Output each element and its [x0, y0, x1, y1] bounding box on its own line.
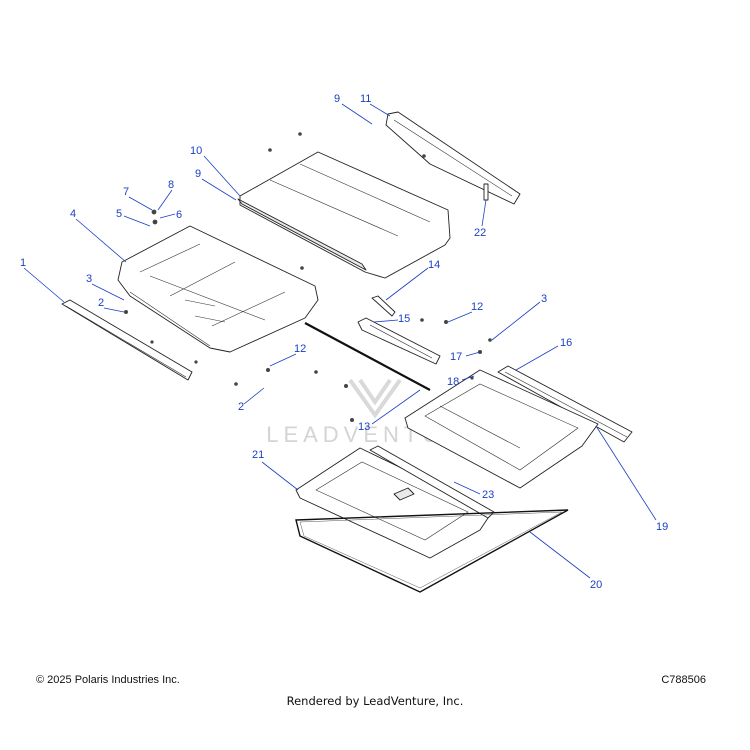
svg-text:13: 13 [358, 421, 370, 433]
copyright-text: © 2025 Polaris Industries Inc. [36, 674, 180, 686]
callout-9-top: 9 [334, 93, 373, 125]
svg-text:12: 12 [471, 301, 483, 313]
callout-2-upper: 2 [98, 297, 125, 313]
callout-6: 6 [159, 209, 182, 221]
part-13-seal-strip [304, 322, 431, 391]
callout-21: 21 [252, 449, 299, 491]
svg-text:7: 7 [123, 186, 129, 198]
part-10-main-roof [237, 151, 451, 279]
svg-text:9: 9 [334, 93, 340, 105]
callout-18: 18 [447, 375, 475, 388]
callout-10: 10 [190, 145, 241, 197]
svg-text:3: 3 [86, 273, 92, 285]
svg-text:6: 6 [176, 209, 182, 221]
svg-text:18: 18 [447, 376, 459, 388]
svg-text:19: 19 [656, 521, 668, 533]
svg-text:11: 11 [360, 93, 371, 105]
svg-text:4: 4 [70, 208, 76, 220]
callout-16: 16 [515, 337, 572, 371]
svg-text:23: 23 [482, 489, 494, 501]
callout-17: 17 [450, 351, 481, 363]
callout-15: 15 [373, 313, 410, 325]
part-11-rear-bar [385, 111, 521, 205]
rendered-by-text: Rendered by LeadVenture, Inc. [286, 694, 464, 708]
svg-text:8: 8 [168, 179, 174, 191]
callout-5: 5 [116, 208, 151, 227]
callout-1: 1 [20, 257, 65, 303]
callout-2-lower: 2 [238, 387, 265, 413]
callout-22: 22 [474, 199, 487, 239]
svg-text:22: 22 [474, 227, 486, 239]
part-20-perimeter-seal [295, 509, 569, 593]
callout-4: 4 [70, 208, 127, 263]
svg-text:9: 9 [195, 168, 201, 180]
callout-7: 7 [123, 186, 153, 211]
callout-3-right: 3 [491, 293, 547, 341]
callout-3-left: 3 [86, 273, 125, 301]
part-14-bracket [371, 295, 396, 317]
svg-text:5: 5 [116, 208, 122, 220]
callout-12-left: 12 [269, 343, 306, 367]
part-4-front-roof-panel [117, 225, 319, 353]
callout-9-left: 9 [195, 168, 237, 201]
part-15-mount-rail [357, 317, 441, 365]
svg-text:12: 12 [294, 343, 306, 355]
callout-13: 13 [358, 389, 421, 433]
callout-8: 8 [157, 179, 174, 211]
fastener-hardware [124, 132, 492, 422]
svg-text:14: 14 [428, 259, 440, 271]
callout-19: 19 [595, 425, 668, 533]
svg-text:1: 1 [20, 257, 26, 269]
callout-11: 11 [360, 93, 391, 117]
callout-23: 23 [453, 481, 494, 501]
svg-text:15: 15 [398, 313, 410, 325]
part-21-front-headliner [295, 447, 493, 559]
callout-12-right: 12 [447, 301, 483, 323]
svg-text:17: 17 [450, 351, 462, 363]
svg-text:3: 3 [541, 293, 547, 305]
svg-text:10: 10 [190, 145, 202, 157]
svg-text:16: 16 [560, 337, 572, 349]
svg-text:2: 2 [238, 401, 244, 413]
svg-text:21: 21 [252, 449, 264, 461]
part-19-rear-headliner [404, 369, 599, 489]
figure-id: C788506 [661, 674, 706, 686]
part-23-center-trim [369, 445, 495, 519]
part-22-fastener [483, 183, 489, 201]
svg-text:2: 2 [98, 297, 104, 309]
callout-14: 14 [385, 259, 440, 301]
callout-20: 20 [529, 531, 602, 591]
svg-text:20: 20 [590, 579, 602, 591]
part-1-front-trim [61, 299, 193, 381]
